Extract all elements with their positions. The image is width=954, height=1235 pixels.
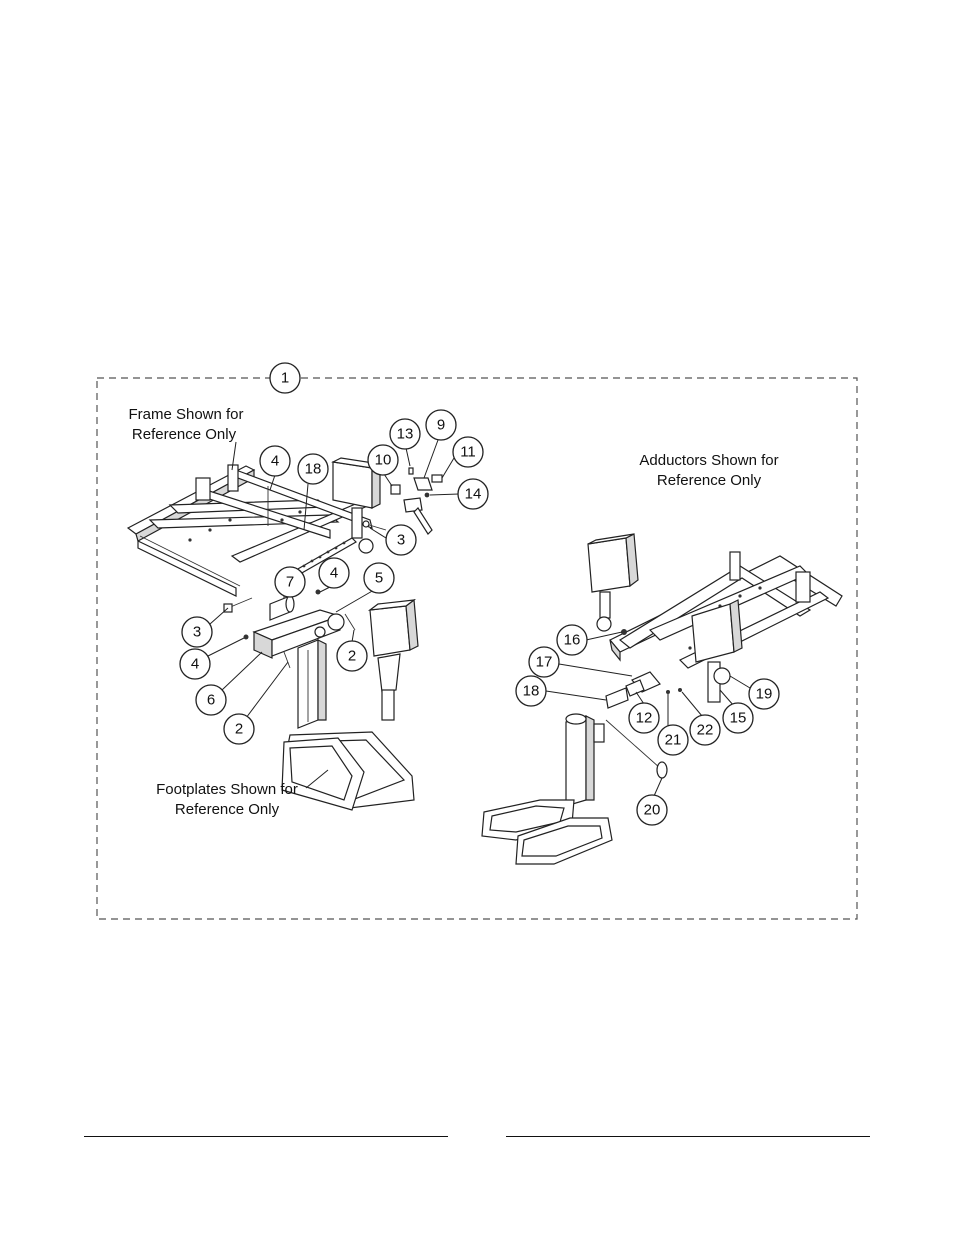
svg-text:17: 17: [536, 654, 553, 671]
callout-18: 18: [515, 675, 547, 707]
callout-19-left: 18: [297, 453, 329, 485]
callout-8: 4: [259, 445, 291, 477]
callout-12: 12: [628, 702, 660, 734]
svg-text:4: 4: [271, 453, 279, 470]
callout-16: 16: [556, 624, 588, 656]
svg-text:21: 21: [665, 732, 682, 749]
callout-20: 20: [636, 794, 668, 826]
svg-text:3: 3: [193, 624, 201, 641]
footer-rule-right: [506, 1136, 870, 1137]
svg-text:16: 16: [564, 632, 581, 649]
frame-note-line1: Frame Shown for: [128, 406, 243, 423]
svg-text:3: 3: [397, 532, 405, 549]
left-view-calf-pad-lower: [367, 598, 419, 721]
svg-text:1: 1: [281, 370, 289, 387]
frame-note-line2: Reference Only: [132, 426, 237, 443]
svg-text:22: 22: [697, 722, 714, 739]
adductors-note-line1: Adductors Shown for: [639, 452, 778, 469]
callout-13: 13: [389, 418, 421, 450]
svg-text:6: 6: [207, 692, 215, 709]
callout-5: 5: [363, 562, 395, 594]
svg-text:4: 4: [330, 565, 338, 582]
callout-3-upper: 3: [385, 524, 417, 556]
callout-21: 21: [657, 724, 689, 756]
svg-text:2: 2: [348, 648, 356, 665]
svg-text:12: 12: [636, 710, 653, 727]
callout-10: 10: [367, 444, 399, 476]
callout-2-lower: 2: [223, 713, 255, 745]
right-view-adductor-pad-upper: [587, 533, 639, 632]
callout-11: 11: [452, 436, 484, 468]
assembly-boundary: [96, 377, 858, 920]
svg-text:18: 18: [305, 461, 322, 478]
callout-19-right: 19: [748, 678, 780, 710]
svg-text:14: 14: [465, 486, 482, 503]
svg-text:13: 13: [397, 426, 414, 443]
callout-4-upper: 4: [318, 557, 350, 589]
left-view-frame: [126, 464, 374, 597]
footer-rule-left: [84, 1136, 448, 1137]
footplates-note-line1: Footplates Shown for: [156, 781, 298, 798]
callout-4-lower: 4: [179, 648, 211, 680]
callout-2-upper: 2: [336, 640, 368, 672]
left-view-footrest-hanger: [223, 589, 415, 811]
svg-text:15: 15: [730, 710, 747, 727]
callout-14: 14: [457, 478, 489, 510]
callout-1: 1: [269, 362, 301, 394]
svg-text:4: 4: [191, 656, 199, 673]
left-view-hardware-small: [362, 467, 443, 535]
right-view-adductor-pad-lower: [691, 599, 743, 703]
callout-6: 6: [195, 684, 227, 716]
callout-9: 9: [425, 409, 457, 441]
svg-text:9: 9: [437, 417, 445, 434]
right-view-footrest-hanger: [481, 629, 682, 865]
svg-text:10: 10: [375, 452, 392, 469]
svg-text:18: 18: [523, 683, 540, 700]
callout-3-lower: 3: [181, 616, 213, 648]
footplates-note-line2: Reference Only: [175, 801, 280, 818]
callout-17: 17: [528, 646, 560, 678]
callout-22: 22: [689, 714, 721, 746]
svg-text:20: 20: [644, 802, 661, 819]
callout-15: 15: [722, 702, 754, 734]
svg-text:5: 5: [375, 570, 383, 587]
callout-7: 7: [274, 566, 306, 598]
svg-text:7: 7: [286, 574, 294, 591]
svg-text:2: 2: [235, 721, 243, 738]
svg-text:19: 19: [756, 686, 773, 703]
svg-text:11: 11: [460, 444, 476, 461]
adductors-note-line2: Reference Only: [657, 472, 762, 489]
